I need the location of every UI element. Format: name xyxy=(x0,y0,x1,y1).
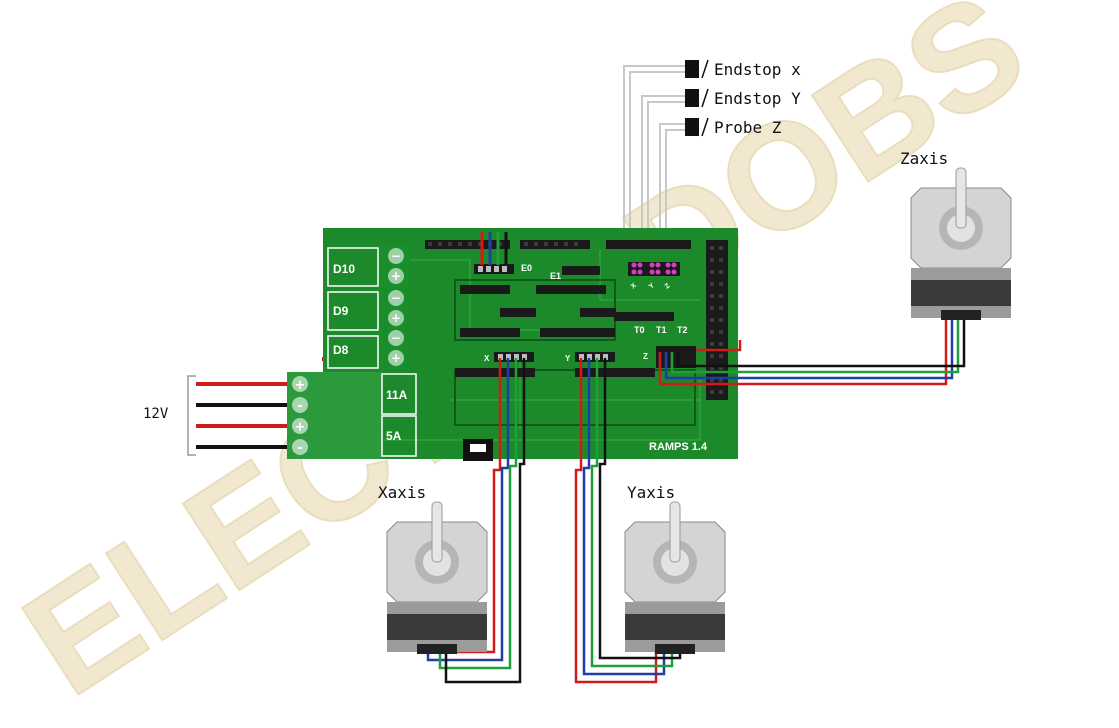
power-sign-2: - xyxy=(297,399,302,414)
svg-text:−: − xyxy=(391,249,401,263)
endstop-y-label: Endstop Y xyxy=(714,89,801,108)
y-motor-wires xyxy=(574,358,682,684)
svg-text:+: + xyxy=(391,269,401,283)
mosfet-screws xyxy=(388,248,404,366)
z-header-label: Z xyxy=(643,352,648,361)
e0-header: E0 E1 xyxy=(474,232,561,281)
e0-label: E0 xyxy=(521,263,532,273)
y-stepper-motor xyxy=(624,501,726,655)
e1-label: E1 xyxy=(550,271,561,281)
y-motor-label: Yaxis xyxy=(627,483,675,502)
probe-z-label: Probe Z xyxy=(714,118,782,137)
y-header-label: Y xyxy=(565,354,571,363)
svg-text:+: + xyxy=(391,311,401,325)
power-sign-3: + xyxy=(295,420,306,435)
probe-z: Probe Z xyxy=(685,117,782,137)
z-motor-label: Zaxis xyxy=(900,149,948,168)
x-header-label: X xyxy=(484,354,490,363)
svg-text:−: − xyxy=(391,291,401,305)
z-stepper-motor xyxy=(910,167,1012,321)
power-sign-1: + xyxy=(295,378,306,393)
endstop-x: Endstop x xyxy=(685,59,801,79)
thermistor-label-t0: T0 xyxy=(634,325,645,335)
fuse-label-5a: 5A xyxy=(386,429,402,443)
power-screw-2 xyxy=(292,397,308,413)
endstop-y: Endstop Y xyxy=(685,88,801,108)
endstop-pin-x: X xyxy=(630,282,638,291)
svg-text:+: + xyxy=(391,351,401,365)
power-label: 12V xyxy=(143,406,169,422)
svg-text:−: − xyxy=(391,331,401,345)
power-bracket xyxy=(187,375,196,456)
mosfet-label-d9: D9 xyxy=(333,304,349,318)
endstop-x-label: Endstop x xyxy=(714,60,801,79)
power-screw-1 xyxy=(292,376,308,392)
power-screw-4 xyxy=(292,439,308,455)
x-stepper-motor xyxy=(386,501,488,655)
thermistor-label-t1: T1 xyxy=(656,325,667,335)
x-motor-header: X xyxy=(484,352,534,363)
thermistor-label-t2: T2 xyxy=(677,325,688,335)
z-motor-wires xyxy=(658,308,966,386)
aux-header xyxy=(706,240,728,400)
fuse-label-11a: 11A xyxy=(386,388,408,402)
board-name: RAMPS 1.4 xyxy=(649,441,708,453)
power-screw-3 xyxy=(292,418,308,434)
endstop-header: X Y Z xyxy=(628,262,680,291)
mosfet-terminal: − + − + − + D10 D9 D8 xyxy=(327,245,410,370)
y-motor-header: Y xyxy=(565,352,615,363)
mosfet-label-d10: D10 xyxy=(333,262,355,276)
power-sign-4: - xyxy=(297,441,302,456)
power-terminal: + - + - 11A 5A xyxy=(287,372,417,459)
x-motor-label: Xaxis xyxy=(378,483,426,502)
ramps-board: − + − + − + D10 D9 D8 + - + - 11A 5A xyxy=(287,228,738,461)
thermistor-header: T0 T1 T2 xyxy=(614,312,688,335)
endstop-pin-y: Y xyxy=(648,282,656,291)
endstop-pin-z: Z xyxy=(664,282,672,291)
mosfet-label-d8: D8 xyxy=(333,343,349,357)
